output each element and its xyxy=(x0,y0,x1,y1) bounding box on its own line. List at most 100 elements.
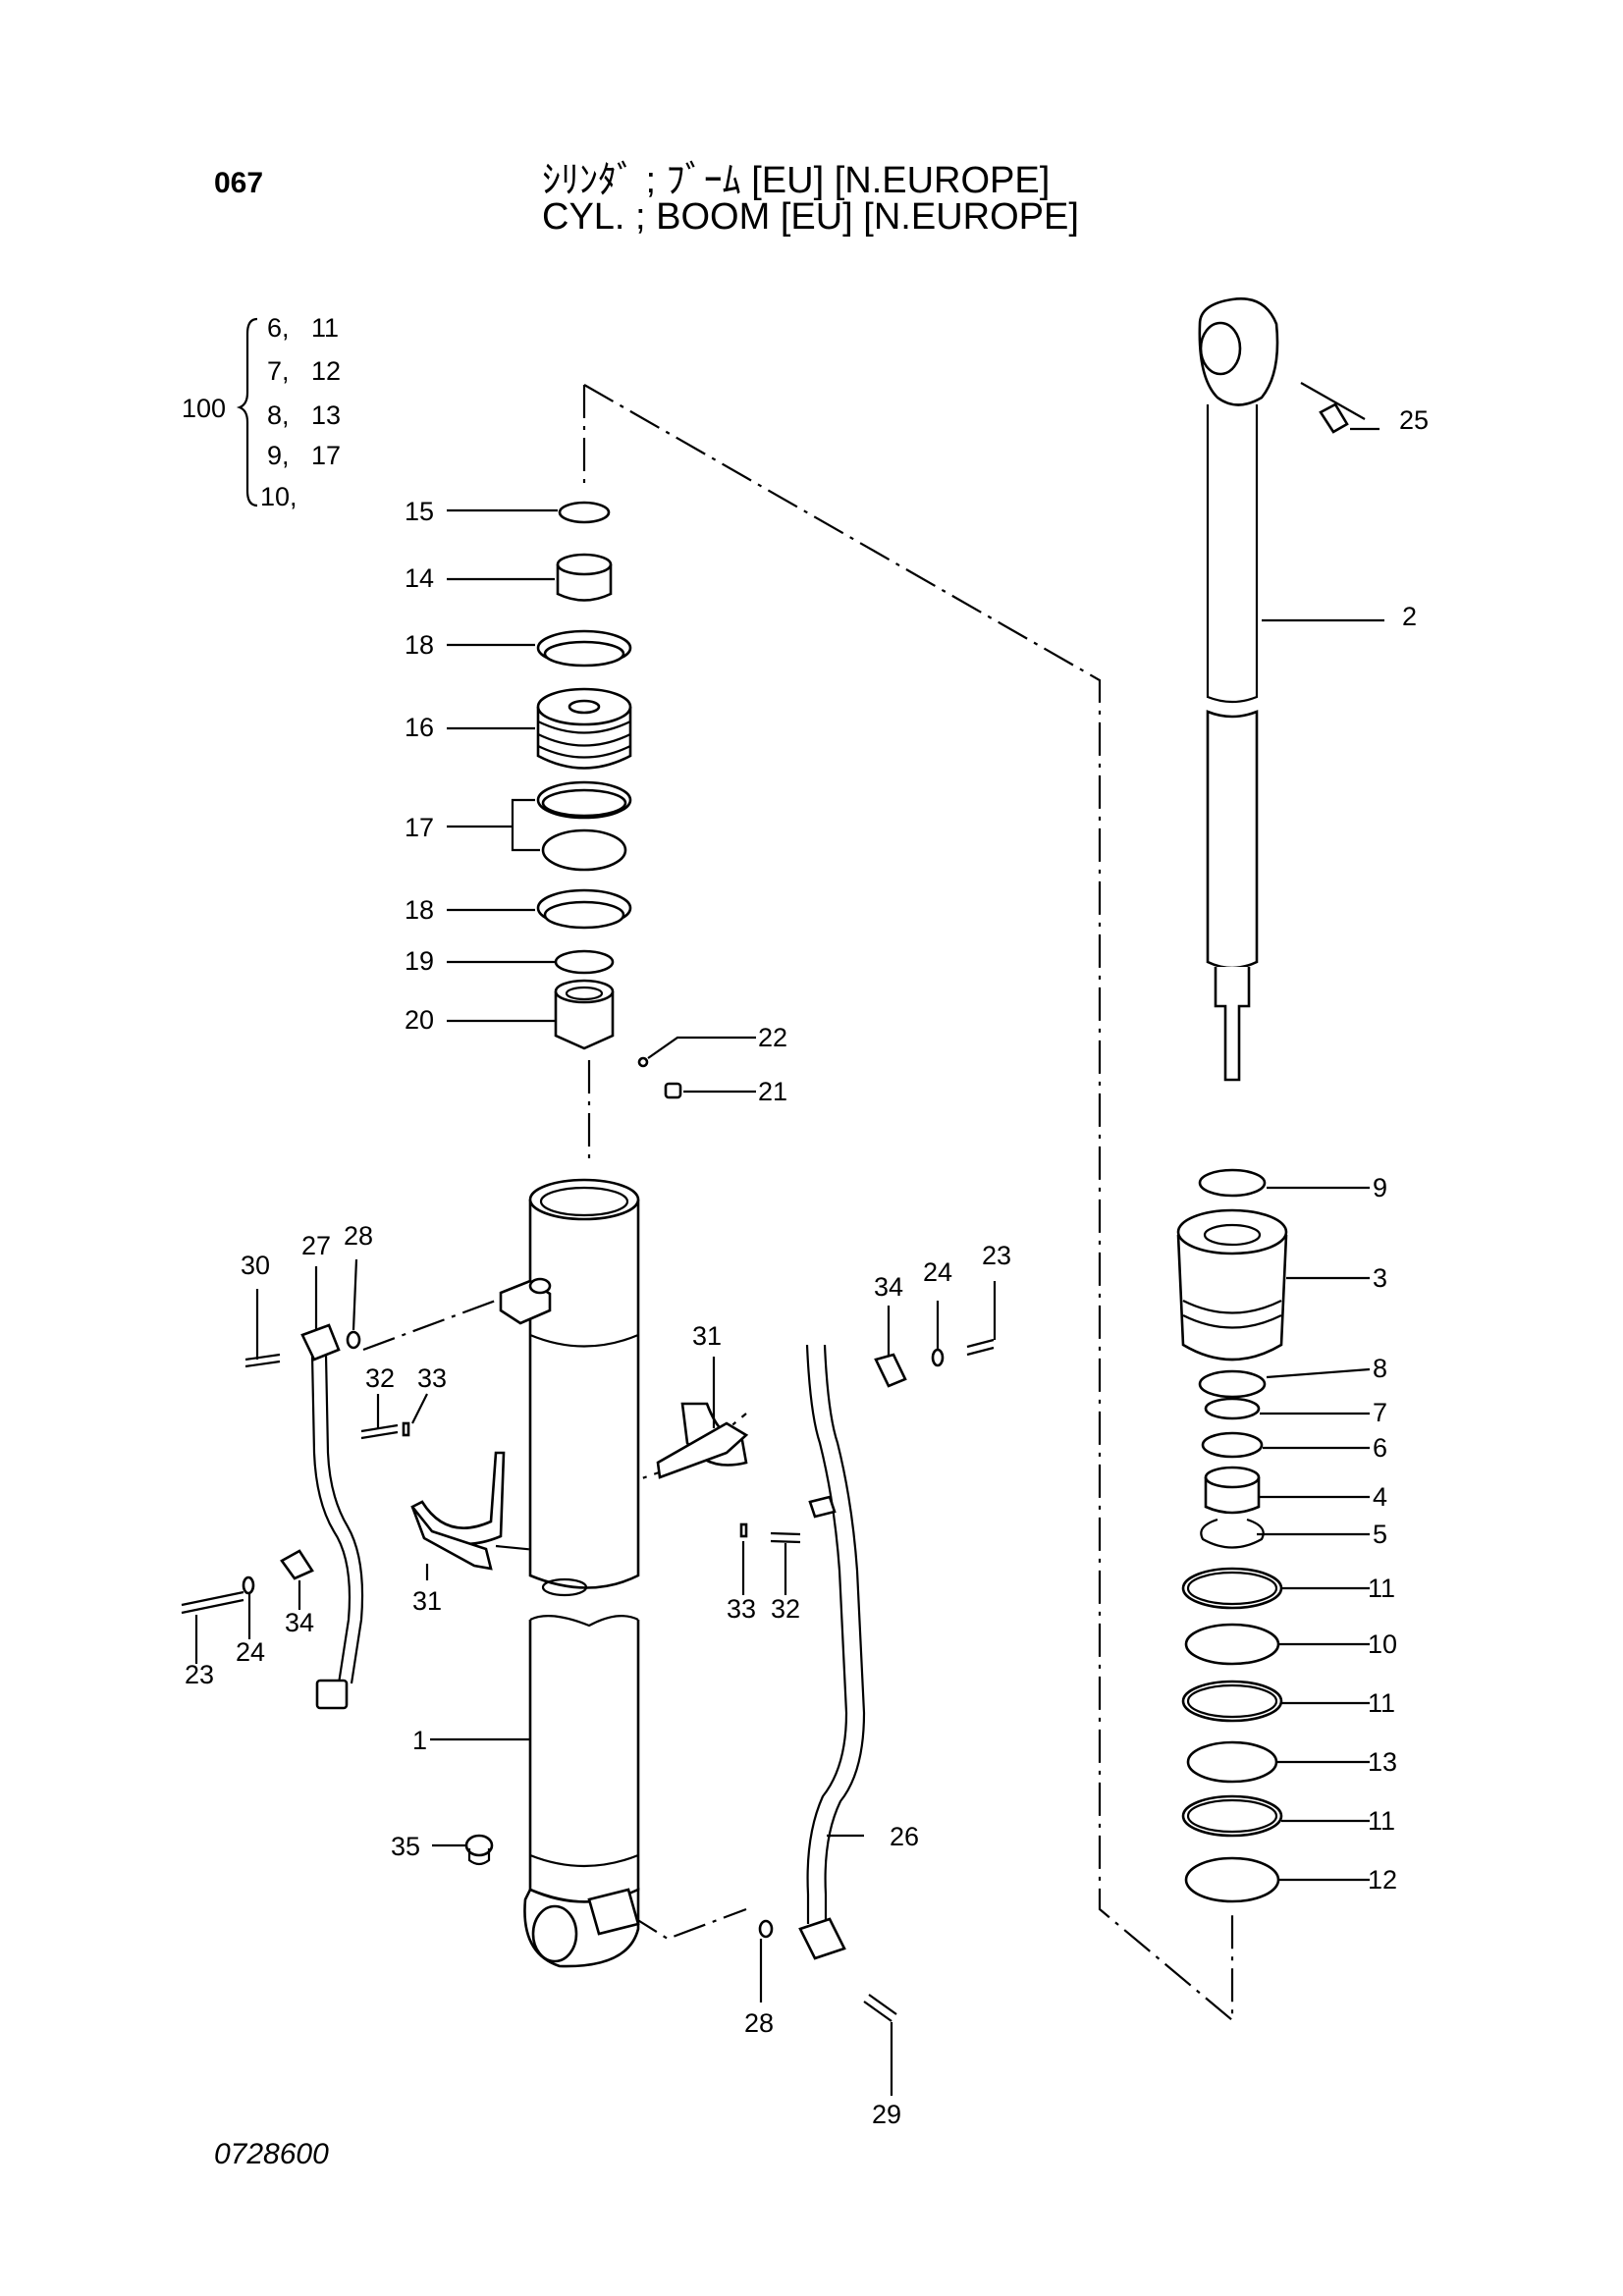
leader-lines xyxy=(194,382,1384,2096)
callout-32-right: 32 xyxy=(771,1594,800,1624)
callout-23-right: 23 xyxy=(982,1241,1011,1270)
part-10-seal xyxy=(1184,1623,1280,1666)
callout-7: 7 xyxy=(1373,1398,1387,1427)
part-4-bushing xyxy=(1204,1466,1261,1515)
callout-14: 14 xyxy=(405,563,434,593)
part-20-nut xyxy=(554,979,615,1050)
kit-row-3: 8, 13 xyxy=(267,400,341,430)
part-34-clamp-halves xyxy=(280,1353,907,1580)
kit-row-2: 7, 12 xyxy=(267,356,341,386)
part-24-washer-right xyxy=(931,1348,945,1367)
callout-22: 22 xyxy=(758,1023,787,1052)
callout-34-right: 34 xyxy=(874,1272,903,1302)
part-11-ring-a xyxy=(1181,1567,1283,1610)
callout-11-a: 11 xyxy=(1368,1574,1395,1603)
callout-11-b: 11 xyxy=(1368,1688,1395,1718)
part-13-seal xyxy=(1186,1740,1278,1784)
callout-29: 29 xyxy=(872,2100,901,2129)
callout-28-lower: 28 xyxy=(744,2008,774,2038)
callout-10: 10 xyxy=(1368,1629,1397,1659)
part-17-seal-set xyxy=(536,780,632,872)
assembly-axis-line xyxy=(582,384,1234,2023)
callout-26: 26 xyxy=(890,1822,919,1851)
callout-31-left: 31 xyxy=(412,1586,442,1616)
part-31-clamp-left xyxy=(410,1451,506,1571)
kit-row-5: 10, xyxy=(260,482,298,511)
part-23-bolt-right xyxy=(966,1338,995,1357)
callout-4: 4 xyxy=(1373,1482,1387,1512)
pipe-axis-line-lower xyxy=(627,1907,747,1941)
part-18-wear-ring-upper xyxy=(536,629,632,667)
callout-6: 6 xyxy=(1373,1433,1387,1463)
part-7-ring xyxy=(1204,1397,1261,1420)
callout-27: 27 xyxy=(301,1231,331,1260)
part-9-ring xyxy=(1198,1168,1267,1198)
part-28-oring-upper xyxy=(346,1330,361,1350)
callout-17: 17 xyxy=(405,813,434,842)
part-28-oring-lower xyxy=(758,1919,774,1939)
part-1-cylinder-tube xyxy=(499,1178,640,1968)
callout-25: 25 xyxy=(1399,405,1429,435)
callout-32-left: 32 xyxy=(365,1363,395,1393)
part-23-bolt-left xyxy=(181,1590,244,1615)
callout-9: 9 xyxy=(1373,1173,1387,1202)
title-english: CYL. ; BOOM [EU] [N.EUROPE] xyxy=(542,196,1079,238)
part-32-bolts xyxy=(360,1423,801,1544)
part-22-ball xyxy=(637,1056,649,1068)
part-26-pipe xyxy=(798,1344,866,1960)
callout-24-left: 24 xyxy=(236,1637,265,1667)
callout-24-right: 24 xyxy=(923,1257,952,1287)
callout-23-left: 23 xyxy=(185,1660,214,1689)
part-5-snap-ring xyxy=(1200,1518,1265,1549)
part-30-bolt xyxy=(244,1353,281,1368)
part-21-set-screw xyxy=(664,1082,682,1099)
part-33-washers xyxy=(402,1421,748,1538)
part-25-grease-fitting xyxy=(1319,402,1349,434)
title-japanese: ｼﾘﾝﾀﾞ ; ﾌﾞｰﾑ [EU] [N.EUROPE] xyxy=(542,160,1051,201)
callout-labels: 15 14 18 16 17 18 19 20 22 21 25 2 9 3 8… xyxy=(185,405,1429,2129)
callout-8: 8 xyxy=(1373,1354,1387,1383)
kit-brace xyxy=(236,317,258,507)
callout-1: 1 xyxy=(412,1726,427,1755)
drawing-id: 0728600 xyxy=(214,2138,329,2170)
callout-16: 16 xyxy=(405,713,434,742)
part-6-ring xyxy=(1201,1431,1264,1459)
callout-33-right: 33 xyxy=(727,1594,756,1624)
part-11-ring-b xyxy=(1181,1680,1283,1723)
callout-34-left: 34 xyxy=(285,1608,314,1637)
kit-row-4: 9, 17 xyxy=(267,441,341,470)
callout-28-upper: 28 xyxy=(344,1221,373,1251)
part-16-piston xyxy=(536,687,632,770)
page-number: 067 xyxy=(214,167,264,199)
part-24-washer-left xyxy=(242,1575,255,1595)
kit-row-1: 6, 11 xyxy=(267,313,339,343)
callout-31-right: 31 xyxy=(692,1321,722,1351)
part-15-ring xyxy=(558,501,611,524)
part-18-wear-ring-lower xyxy=(536,888,632,930)
part-12-seal xyxy=(1184,1856,1280,1903)
callout-11-c: 11 xyxy=(1368,1806,1395,1836)
part-29-bolt xyxy=(863,1994,897,2022)
part-2-piston-rod xyxy=(1198,296,1279,1082)
callout-18-upper: 18 xyxy=(405,630,434,660)
callout-20: 20 xyxy=(405,1005,434,1035)
part-31-clamp-right xyxy=(656,1402,749,1479)
callout-33-left: 33 xyxy=(417,1363,447,1393)
pipe-axis-line-upper xyxy=(362,1284,536,1352)
part-14-bushing xyxy=(556,553,613,602)
callout-19: 19 xyxy=(405,946,434,976)
callout-21: 21 xyxy=(758,1077,787,1106)
callout-12: 12 xyxy=(1368,1865,1397,1895)
callout-15: 15 xyxy=(405,497,434,526)
callout-30: 30 xyxy=(241,1251,270,1280)
callout-2: 2 xyxy=(1402,602,1417,631)
callout-5: 5 xyxy=(1373,1520,1387,1549)
part-35-plug xyxy=(464,1834,494,1866)
kit-list: 100 6, 11 7, 12 8, 13 9, 17 10, xyxy=(182,313,341,511)
part-11-ring-c xyxy=(1181,1794,1283,1838)
callout-35: 35 xyxy=(391,1832,420,1861)
part-3-cylinder-head xyxy=(1176,1208,1288,1362)
callout-3: 3 xyxy=(1373,1263,1387,1293)
callout-13: 13 xyxy=(1368,1747,1397,1777)
